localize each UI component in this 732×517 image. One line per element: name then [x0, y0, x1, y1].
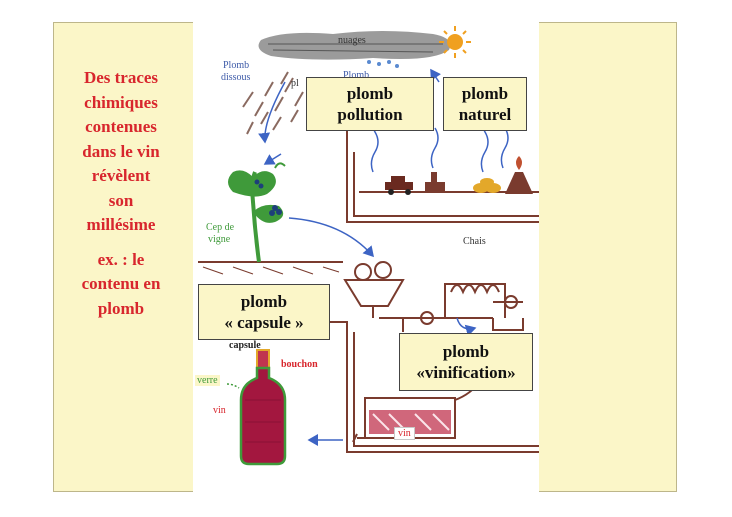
caption-line: révèlent — [91, 166, 151, 185]
label-cep: Cep de — [206, 222, 235, 233]
label-pluie: pl — [291, 78, 299, 89]
caption-line: chimiques — [84, 92, 158, 112]
rain-icon — [242, 71, 304, 135]
raindrop-icon — [367, 60, 399, 68]
box-line: plomb — [442, 342, 490, 361]
rising-arrow — [430, 68, 441, 83]
slide-caption: Des traces chimiques contenues dans le v… — [62, 66, 180, 321]
rain-arrow — [258, 81, 286, 144]
label-cep: vigne — [208, 234, 231, 245]
wine-bottle-icon — [239, 349, 287, 466]
box-line: plomb — [240, 292, 288, 311]
box-line: plomb — [346, 84, 394, 103]
harvest-arrow — [288, 217, 374, 258]
volcano-icon — [505, 156, 533, 194]
flow-arrow — [456, 317, 477, 337]
box-line: plomb — [461, 84, 509, 103]
vat-icon — [352, 397, 456, 443]
box-line: «vinification» — [416, 363, 516, 382]
sun-icon — [439, 26, 471, 58]
label-vin-bottle: vin — [213, 405, 226, 416]
verre-pointer — [226, 383, 240, 389]
label-chais: Chais — [463, 236, 486, 247]
label-bouchon: bouchon — [281, 359, 318, 370]
car-icon — [385, 176, 413, 195]
caption-line: contenues — [85, 117, 157, 136]
caption-line: dans le vin — [82, 141, 160, 161]
vine-icon — [228, 162, 286, 263]
box-plomb-pollution: plomb pollution — [306, 77, 434, 131]
caption-line: Des traces — [83, 68, 159, 87]
caption-example-line: contenu en — [81, 274, 161, 293]
factory-icon — [425, 172, 445, 192]
box-line: naturel — [458, 105, 512, 124]
diagram-sketch — [198, 26, 539, 466]
box-plomb-vinification: plomb «vinification» — [399, 333, 533, 391]
box-line: « capsule » — [224, 313, 304, 332]
label-capsule: capsule — [229, 340, 261, 351]
crusher-icon — [343, 261, 405, 318]
label-verre: verre — [195, 375, 220, 386]
box-plomb-naturel: plomb naturel — [443, 77, 527, 131]
rocks-icon — [473, 178, 501, 193]
absorb-arrow — [263, 153, 282, 165]
cloud-icon — [258, 31, 451, 60]
label-plomb-dissous: dissous — [221, 72, 251, 83]
label-nuages: nuages — [338, 35, 366, 46]
label-plomb-small: Plomb — [343, 70, 370, 81]
caption-line: millésime — [86, 215, 156, 234]
caption-example-line: ex. : le — [97, 249, 145, 269]
label-plomb-dissous: Plomb — [223, 60, 250, 71]
caption-example-line: plomb — [97, 298, 145, 318]
caption-line: son — [108, 190, 134, 210]
label-vin-tank: vin — [394, 427, 415, 440]
box-plomb-capsule: plomb « capsule » — [198, 284, 330, 340]
ground-line — [198, 261, 343, 275]
box-line: pollution — [337, 105, 403, 124]
pipework-sketch — [379, 283, 524, 332]
